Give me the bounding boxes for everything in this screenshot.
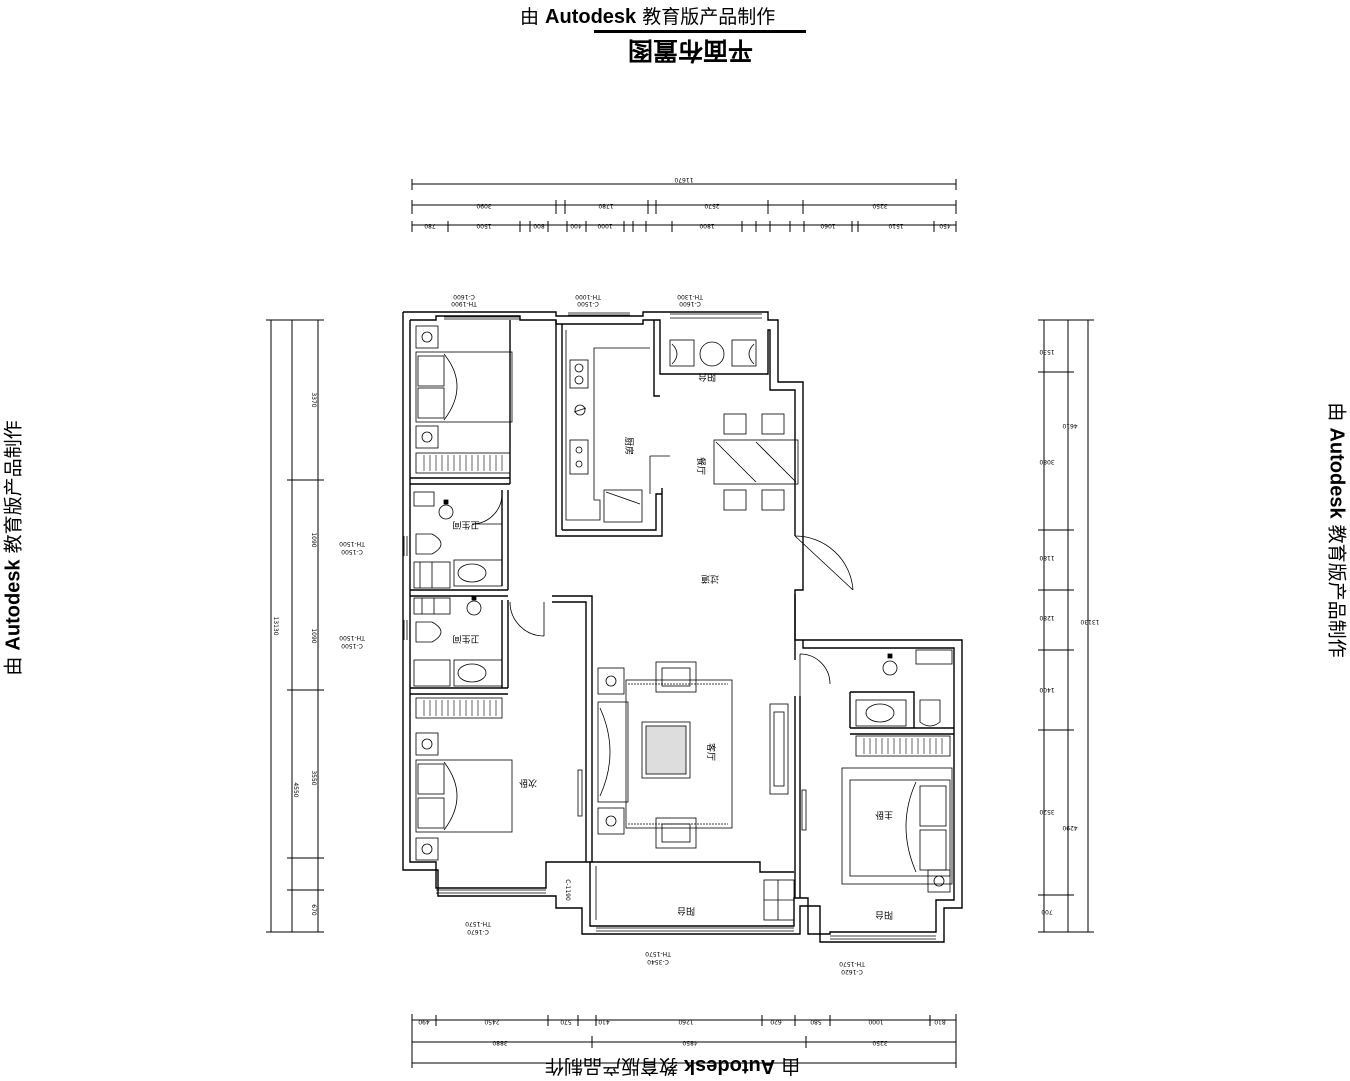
- window-label-16: C-1620: [841, 968, 863, 975]
- top-detail-dim-6: 1800: [699, 222, 714, 229]
- top-detail-dim-1: 780: [424, 222, 436, 229]
- top-dimensions: 11670 3090 1780 2570 3250 780 1500 800 4…: [412, 176, 956, 232]
- window-label-14: C-3540: [647, 958, 669, 965]
- window-label-10: C-1500: [341, 642, 363, 649]
- label-balcony-top: 阳台: [698, 371, 716, 383]
- left-dim-3: 1090: [310, 628, 317, 643]
- right-total-dim: 13130: [1080, 618, 1099, 625]
- right-dim-7: 3520: [1039, 808, 1054, 815]
- right-dim-6: 1400: [1039, 686, 1054, 693]
- top-detail-dim-7: 1060: [820, 222, 835, 229]
- top-detail-dim-8: 1510: [888, 222, 903, 229]
- dining-table: [714, 414, 798, 510]
- window-label-17: C-1190: [564, 879, 571, 901]
- window-label-5: TH-1300: [677, 293, 704, 300]
- top-detail-dim-5: 1000: [597, 222, 612, 229]
- bed-bottom-left: [416, 698, 582, 860]
- bottom-detail-dim-4: 410: [598, 1018, 610, 1025]
- top-detail-dim-4: 400: [570, 222, 582, 229]
- bottom-detail-dim-1: 490: [418, 1018, 430, 1025]
- window-label-3: TH-1000: [575, 293, 602, 300]
- window-label-4: C-1500: [577, 300, 599, 307]
- right-dim-1: 1530: [1039, 348, 1054, 355]
- label-bath-1: 卫生间: [452, 519, 479, 531]
- top-mid-dim-3: 2570: [704, 202, 719, 209]
- right-dim-3: 3080: [1039, 458, 1054, 465]
- bottom-detail-dim-6: 620: [770, 1018, 782, 1025]
- top-mid-dim-2: 1780: [598, 202, 613, 209]
- room-labels: 阳台 厨房 餐厅 过道 卫生间 卫生间 客厅 次卧 主卧 阳台 阳台: [452, 371, 893, 921]
- bottom-mid-dim-3: 3250: [872, 1039, 887, 1046]
- right-dim-5: 1280: [1039, 614, 1054, 621]
- left-total-dim: 13130: [272, 616, 279, 635]
- top-mid-dim-4: 3250: [872, 202, 887, 209]
- window-label-2: TH-1900: [451, 300, 478, 307]
- top-total-dim: 11670: [674, 176, 693, 183]
- living-room-furniture: [598, 662, 794, 920]
- top-detail-dim-9: 450: [939, 222, 951, 229]
- window-label-6: C-1600: [679, 300, 701, 307]
- right-dim-2: 4610: [1062, 422, 1077, 429]
- bottom-detail-dim-8: 1000: [868, 1018, 883, 1025]
- label-balcony-right: 阳台: [875, 909, 893, 921]
- left-dim-5: 3550: [310, 770, 317, 785]
- left-dim-6: 670: [310, 904, 317, 916]
- top-detail-dim-3: 800: [533, 222, 545, 229]
- window-label-9: TH-1500: [339, 634, 366, 641]
- label-kitchen: 厨房: [623, 437, 635, 455]
- bottom-detail-dim-3: 570: [560, 1018, 572, 1025]
- bottom-detail-dim-5: 1260: [678, 1018, 693, 1025]
- label-bath-2: 卫生间: [452, 633, 479, 645]
- window-label-7: TH-1500: [339, 540, 366, 547]
- bottom-mid-dim-2: 4850: [682, 1039, 697, 1046]
- window-label-11: TH-1570: [465, 920, 492, 927]
- right-dim-4: 1180: [1039, 554, 1054, 561]
- left-dim-2: 1090: [310, 532, 317, 547]
- label-master: 主卧: [875, 809, 893, 821]
- bed-top-left: [416, 326, 512, 473]
- top-mid-dim-1: 3090: [476, 202, 491, 209]
- bottom-dimensions: 490 2450 570 410 1260 620 580 1000 810 3…: [412, 1014, 956, 1068]
- label-bedroom: 次卧: [519, 777, 537, 789]
- bottom-detail-dim-9: 810: [934, 1018, 946, 1025]
- balcony-table-top: [670, 340, 756, 366]
- label-hall: 过道: [701, 573, 719, 585]
- windows: [404, 313, 936, 939]
- left-dim-4: 4550: [292, 782, 299, 797]
- label-balcony-bottom: 阳台: [677, 905, 695, 917]
- bottom-detail-dim-7: 580: [810, 1018, 822, 1025]
- master-bedroom-furniture: [802, 650, 952, 892]
- window-label-1: C-1600: [453, 293, 475, 300]
- window-label-13: TH-1570: [645, 950, 672, 957]
- top-detail-dim-2: 1500: [476, 222, 491, 229]
- window-label-12: C-1670: [467, 928, 489, 935]
- left-dim-1: 3370: [310, 392, 317, 407]
- doors: [472, 494, 853, 920]
- bottom-detail-dim-2: 2450: [484, 1018, 499, 1025]
- label-dining: 餐厅: [695, 457, 707, 475]
- right-dimensions: 1530 4610 3080 13130 1180 1280 1400 3520…: [1038, 320, 1100, 932]
- window-label-8: C-1500: [341, 548, 363, 555]
- bottom-mid-dim-1: 3880: [492, 1039, 507, 1046]
- right-dim-8: 4290: [1062, 824, 1077, 831]
- left-dimensions: 13130 3370 1090 1090 4550 3550 670: [266, 320, 324, 932]
- window-label-15: TH-1570: [839, 960, 866, 967]
- walls: [403, 312, 962, 942]
- right-dim-9: 700: [1041, 908, 1053, 915]
- label-living: 客厅: [705, 743, 717, 761]
